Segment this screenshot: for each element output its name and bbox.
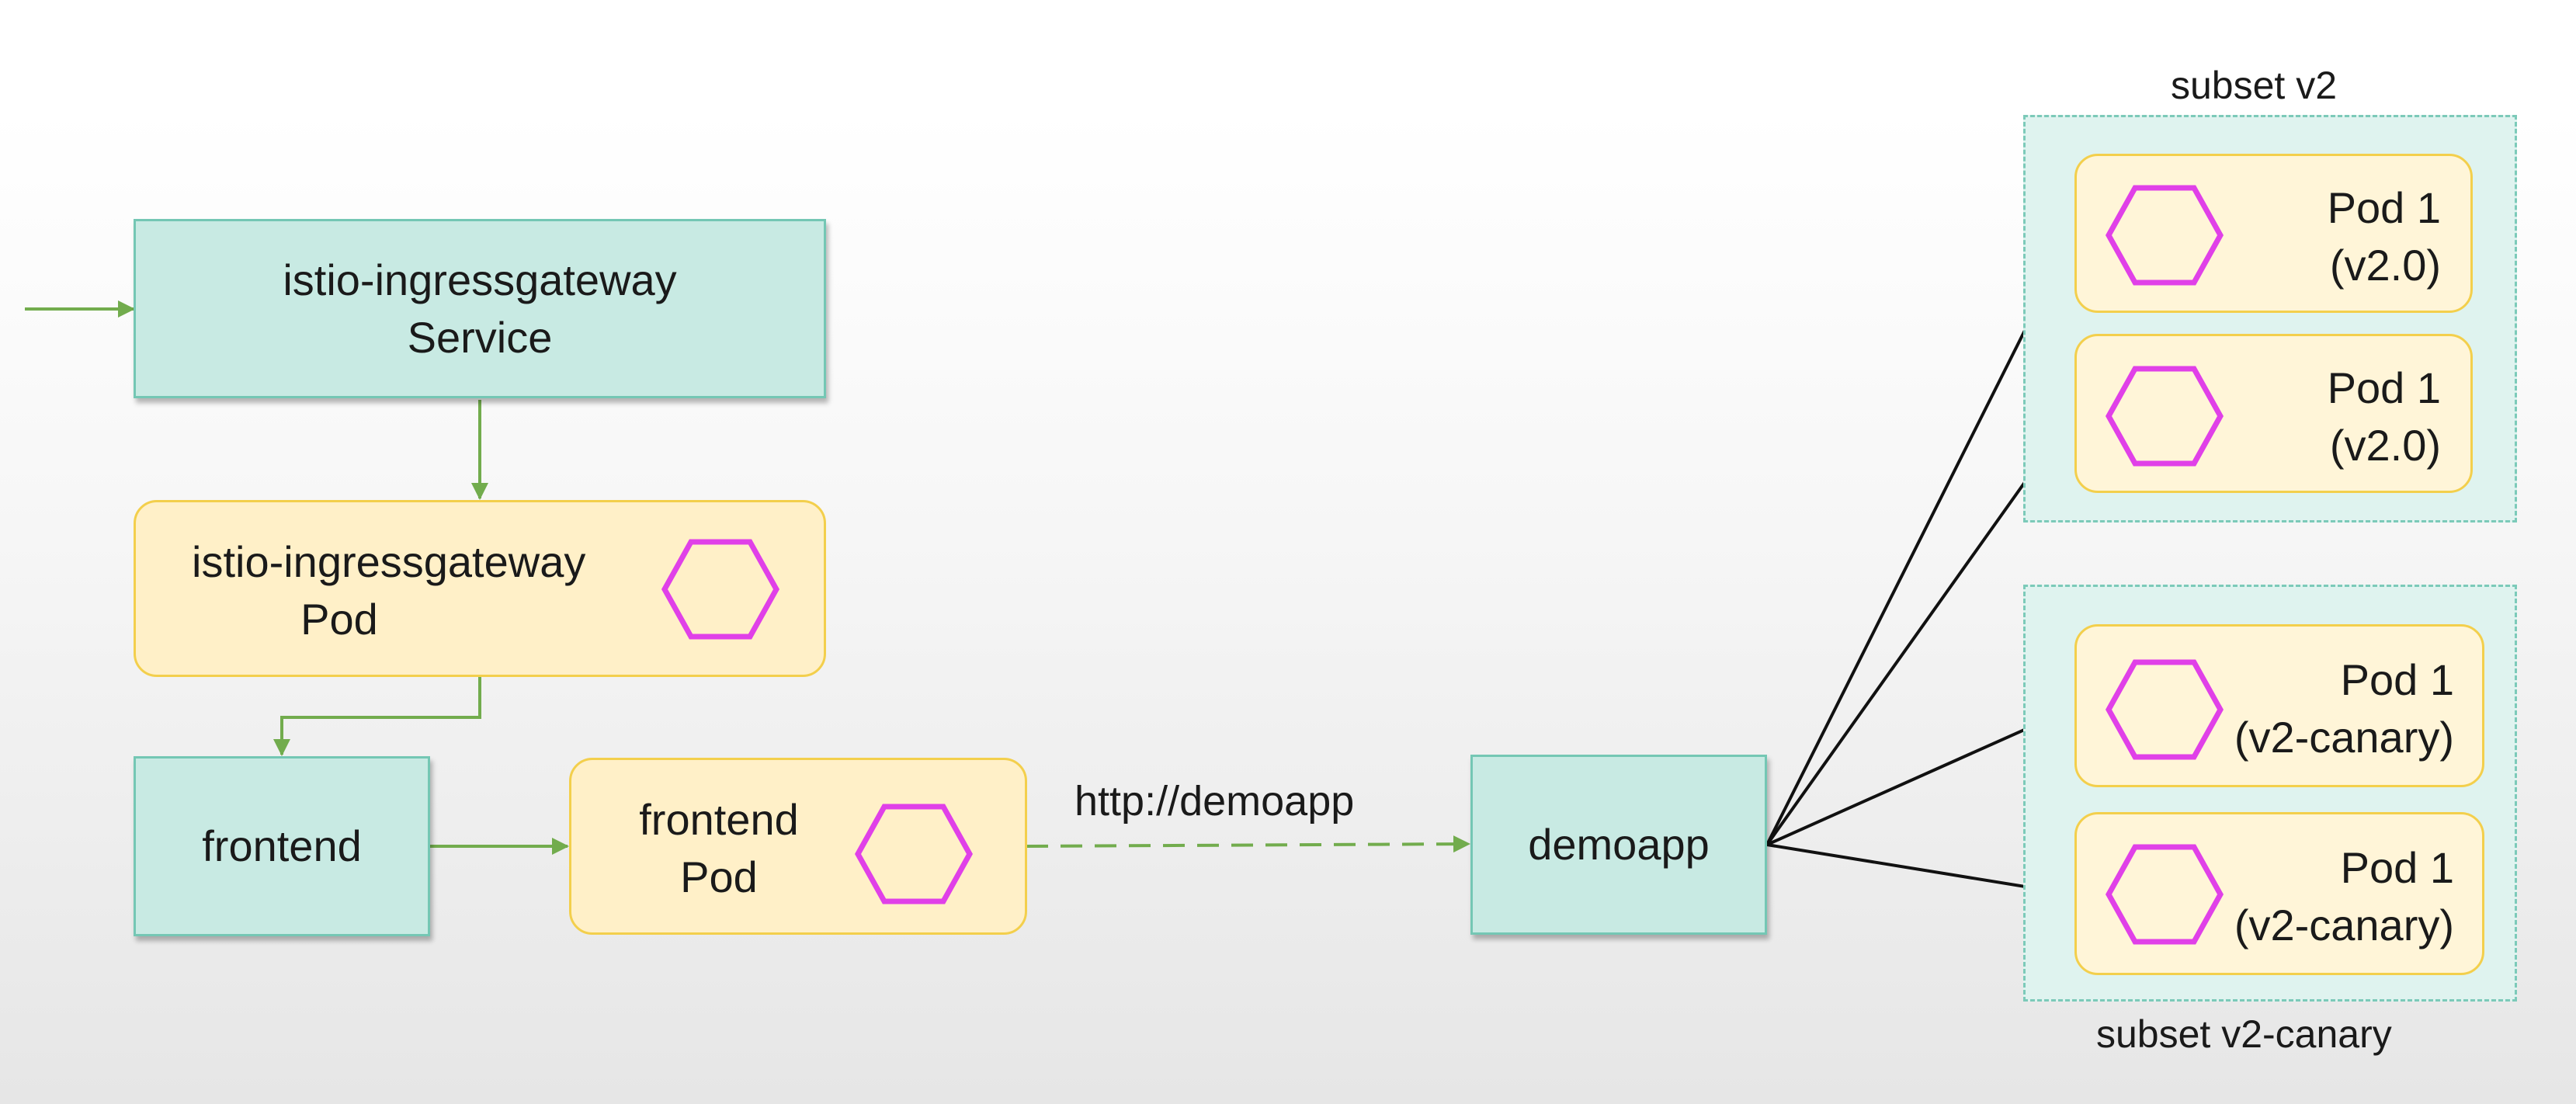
frontend-pod-label: frontend Pod [618, 791, 820, 906]
demoapp-service-box: demoapp [1470, 755, 1767, 935]
subset-canary-pod-1-hexagon-icon [2106, 659, 2224, 760]
subset-v2-canary-label: subset v2-canary [2096, 1012, 2392, 1056]
subset-v2-pod-2-hexagon-icon [2106, 366, 2224, 467]
subset-canary-pod-2-label: Pod 1 (v2-canary) [2234, 839, 2454, 954]
subset-v2-pod-2-line1: Pod 1 [2327, 363, 2441, 412]
subset-v2-label: subset v2 [2171, 64, 2338, 107]
frontend-pod-line2: Pod [680, 852, 758, 901]
subset-v2-pod-2-label: Pod 1 (v2.0) [2328, 359, 2441, 474]
subset-v2-pod-2-line2: (v2.0) [2329, 421, 2441, 470]
subset-v2-pod-2: Pod 1 (v2.0) [2074, 334, 2473, 493]
subset-canary-pod-1: Pod 1 (v2-canary) [2074, 624, 2484, 787]
frontend-service-box: frontend [134, 756, 430, 936]
subset-canary-pod-2-hexagon-icon [2106, 844, 2224, 945]
subset-canary-pod-2: Pod 1 (v2-canary) [2074, 812, 2484, 975]
pod-to-frontend-arrow [273, 675, 481, 756]
demoapp-to-canary-pod-b-arrow [1766, 843, 2073, 894]
demoapp-to-v2-pod-a-arrow [1765, 234, 2073, 845]
subset-canary-pod-1-line2: (v2-canary) [2234, 713, 2454, 762]
ingressgateway-pod-box: istio-ingressgateway Pod [134, 500, 826, 677]
subset-v2-pod-1: Pod 1 (v2.0) [2074, 154, 2473, 313]
ingressgateway-service-line1: istio-ingressgateway [283, 255, 677, 304]
subset-canary-pod-1-label: Pod 1 (v2-canary) [2234, 651, 2454, 766]
ingressgateway-pod-line1: istio-ingressgateway [192, 537, 586, 586]
demoapp-to-v2-pod-b-arrow [1765, 415, 2073, 846]
ingressgateway-service-line2: Service [407, 312, 553, 362]
frontend-pod-hexagon-icon [855, 804, 973, 904]
subset-v2-pod-1-line1: Pod 1 [2327, 183, 2441, 232]
ingressgateway-pod-label: istio-ingressgateway Pod [192, 533, 586, 648]
subset-canary-pod-1-line1: Pod 1 [2340, 655, 2454, 704]
frontend-pod-line1: frontend [639, 795, 799, 844]
subset-v2-pod-1-hexagon-icon [2106, 185, 2224, 286]
demoapp-to-canary-pod-a-arrow [1766, 708, 2073, 846]
subset-canary-pod-2-line1: Pod 1 [2340, 843, 2454, 892]
subset-v2-pod-1-line2: (v2.0) [2329, 241, 2441, 290]
http-demoapp-edge-label: http://demoapp [1074, 778, 1355, 825]
ingressgateway-service-label: istio-ingressgateway Service [283, 252, 676, 366]
frontend-service-label: frontend [202, 821, 362, 870]
frontend-pod-box: frontend Pod [569, 758, 1027, 935]
http-demoapp-arrow [1026, 835, 1470, 853]
subset-v2-pod-1-label: Pod 1 (v2.0) [2328, 179, 2441, 294]
demoapp-service-label: demoapp [1528, 820, 1710, 869]
ingressgateway-pod-line2: Pod [300, 595, 378, 644]
subset-canary-pod-2-line2: (v2-canary) [2234, 901, 2454, 950]
ingressgateway-service-box: istio-ingressgateway Service [134, 219, 826, 398]
ingressgateway-pod-hexagon-icon [661, 539, 779, 640]
